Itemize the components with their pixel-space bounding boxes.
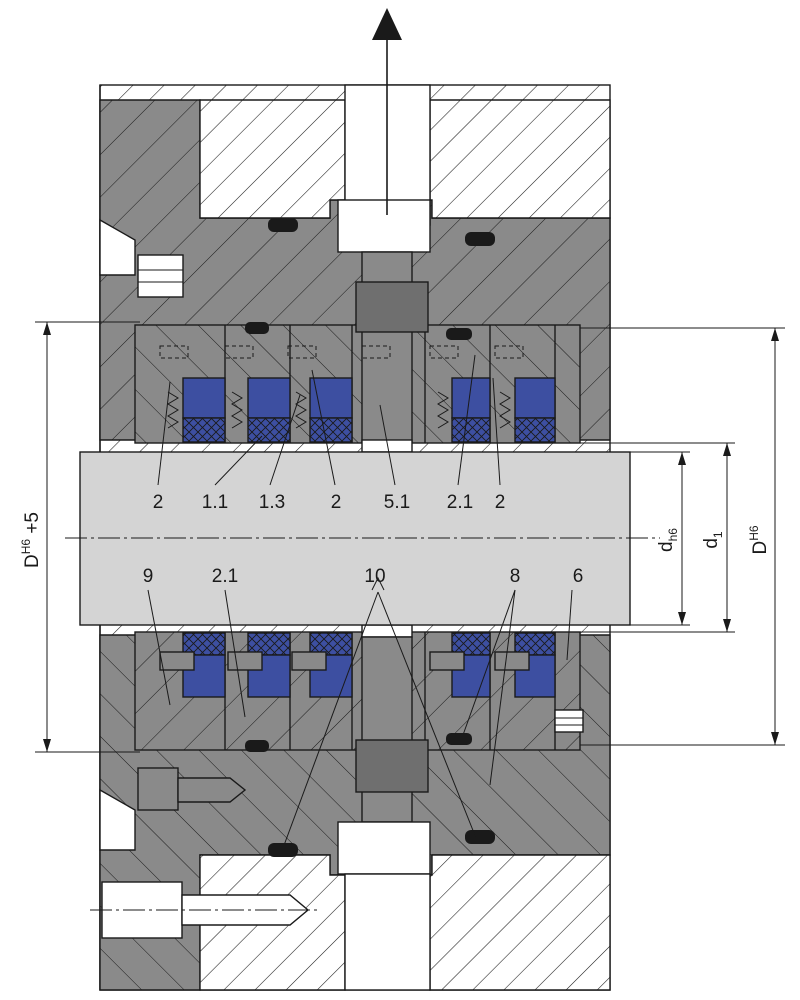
dimension-left bbox=[35, 321, 140, 753]
part-label: 1.3 bbox=[259, 492, 285, 513]
dimension-inner bbox=[580, 442, 735, 633]
part-label: 2.1 bbox=[212, 566, 238, 587]
dim-main-suffix: +5 bbox=[22, 512, 43, 539]
drive-pins-lower bbox=[159, 651, 530, 671]
part-label: 9 bbox=[143, 566, 154, 587]
part-labels-bottom: 9 2.1 10 8 6 bbox=[143, 566, 584, 587]
dim-shaft-symbol: d bbox=[656, 541, 677, 552]
leader-lines bbox=[147, 354, 573, 849]
dimension-label-inner: d1 bbox=[701, 531, 725, 549]
dim-outer-symbol: D bbox=[750, 541, 771, 555]
dim-outer-tolerance: H6 bbox=[747, 525, 761, 541]
upper-cutaway bbox=[199, 99, 611, 991]
part-label: 2.1 bbox=[447, 492, 473, 513]
bolt-large bbox=[90, 881, 320, 939]
drive-pins-upper bbox=[159, 345, 524, 359]
bolt-small bbox=[137, 767, 247, 811]
svg-text:dh6: dh6 bbox=[656, 528, 680, 552]
seal-rings-lower bbox=[182, 632, 556, 698]
dim-inner-symbol: d bbox=[701, 538, 722, 549]
part-label: 2 bbox=[331, 492, 342, 513]
dim-main-tolerance: H6 bbox=[19, 539, 33, 555]
part-label: 10 bbox=[364, 566, 385, 587]
dimension-label-left: DH6 +5 bbox=[19, 512, 43, 568]
dim-main-symbol: D bbox=[22, 554, 43, 568]
o-rings bbox=[245, 218, 495, 857]
springs-upper bbox=[167, 391, 511, 429]
arrow-up-icon bbox=[372, 8, 402, 215]
dimension-label-shaft: dh6 bbox=[656, 528, 680, 552]
part-labels-top: 2 1.1 1.3 2 5.1 2.1 2 bbox=[153, 492, 506, 513]
svg-text:d1: d1 bbox=[701, 531, 725, 549]
dimension-label-outer: DH6 bbox=[747, 525, 771, 554]
part-label: 2 bbox=[495, 492, 506, 513]
dim-inner-index: 1 bbox=[711, 531, 725, 538]
svg-text:DH6: DH6 bbox=[747, 525, 771, 554]
seal-rings-upper bbox=[182, 377, 556, 443]
part-label: 6 bbox=[573, 566, 584, 587]
dimension-shaft bbox=[630, 451, 690, 626]
dim-shaft-tolerance: h6 bbox=[666, 528, 680, 542]
part-label: 1.1 bbox=[202, 492, 228, 513]
screw-right bbox=[554, 709, 584, 733]
dimension-outer bbox=[580, 327, 785, 746]
screw-top-left bbox=[137, 254, 184, 298]
part-label: 5.1 bbox=[384, 492, 410, 513]
part-label: 2 bbox=[153, 492, 164, 513]
shaft bbox=[65, 451, 660, 626]
svg-text:DH6 +5: DH6 +5 bbox=[19, 512, 43, 568]
part-label: 8 bbox=[510, 566, 521, 587]
